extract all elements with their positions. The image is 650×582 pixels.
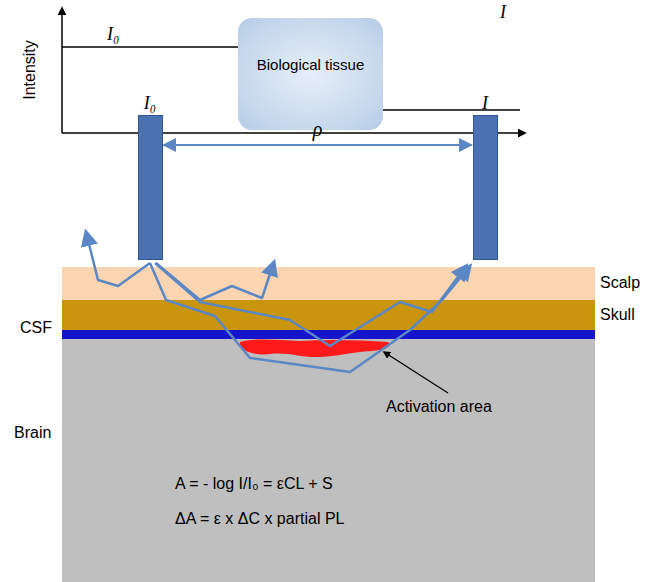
brain-layer [62,339,595,582]
layer-label: Scalp [600,273,640,293]
callout-label: Activation area [386,397,492,417]
optode-body [473,115,498,260]
tissue-box: Biological tissue [238,18,383,130]
layer-label: Skull [600,305,635,325]
optode-label: I [460,93,510,113]
photon-path [155,263,466,346]
y-axis [61,8,63,133]
scalp-layer [62,267,595,300]
photon-path [150,263,470,372]
source-optode: I₀ [125,93,175,260]
optode-body [138,115,163,260]
axis-label: Intensity [20,40,40,100]
csf-layer [62,330,595,339]
layer-label: Brain [14,423,51,443]
leader-line [384,352,448,393]
activation-blob [240,340,390,358]
distance-arrow [164,144,472,146]
x-axis [62,132,525,134]
detector-optode: I [460,93,510,260]
intensity-label: I₀ [107,24,119,44]
optode-label: I₀ [125,93,175,113]
photon-path [156,262,274,300]
intensity-level-in [62,46,240,48]
intensity-level-out [381,109,520,111]
skull-layer [62,300,595,330]
layer-label: CSF [20,318,52,338]
equation: ΔA = ε x ΔC x partial PL [175,509,344,529]
equation: A = - log I/I₀ = εCL + S [175,474,333,494]
edge-label: ρ [313,119,323,139]
node-label: Biological tissue [257,56,365,73]
intensity-label: I [500,2,506,22]
